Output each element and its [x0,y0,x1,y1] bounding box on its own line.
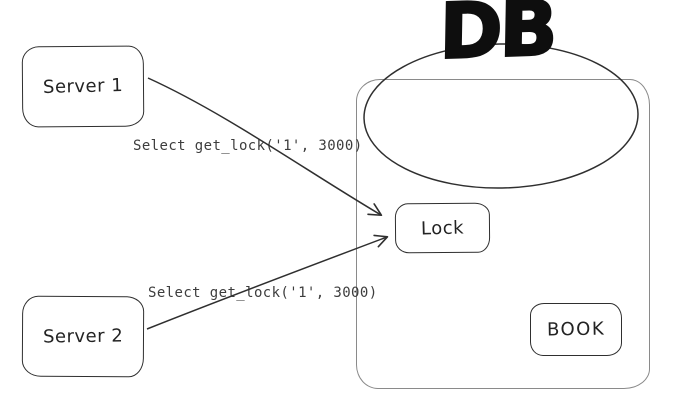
arrow-server2-to-lock [146,234,389,330]
node-server1: Server 1 [21,45,145,128]
node-server2: Server 2 [21,295,145,378]
node-book-label: BOOK [546,318,606,341]
node-book: BOOK [530,303,622,356]
edge-label-server1: Select get_lock('1', 3000) [133,138,363,154]
node-lock: Lock [394,202,491,254]
node-server1-label: Server 1 [42,75,124,98]
node-server2-label: Server 2 [42,325,124,348]
edge-label-server2: Select get_lock('1', 3000) [148,285,378,301]
node-lock-label: Lock [420,216,465,240]
db-title: DB [438,0,557,77]
